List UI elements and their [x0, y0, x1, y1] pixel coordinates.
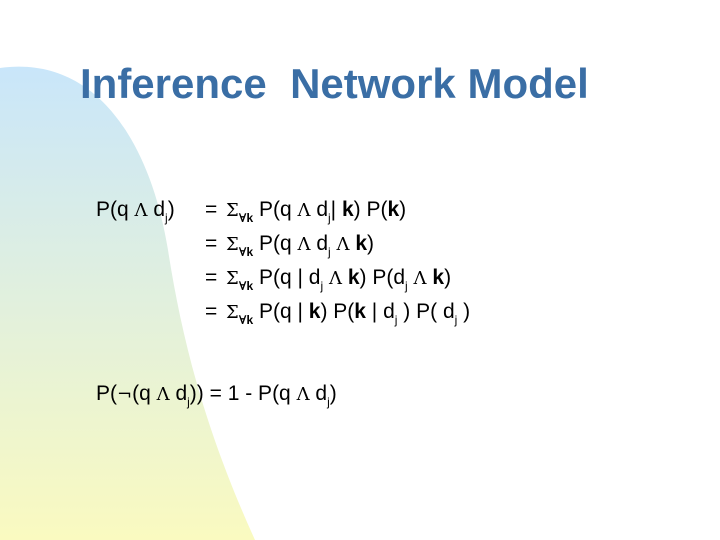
formula-rhs-4: Σ∀k P(q | k) P(k | dj ) P( dj )	[226, 300, 471, 327]
equals-sign: =	[205, 266, 218, 289]
equals-sign: =	[205, 232, 218, 255]
formula-rhs-2: Σ∀k P(q Λ dj Λ k)	[226, 232, 375, 259]
formula-lhs: P(q Λ dj)	[96, 198, 175, 225]
formula-negation: P(¬(q Λ dj)) = 1 - P(q Λ dj)	[96, 382, 337, 409]
equals-sign: =	[205, 198, 218, 221]
formula-rhs-1: Σ∀k P(q Λ dj| k) P(k)	[226, 198, 407, 225]
slide-title: Inference Network Model	[80, 60, 589, 107]
equals-sign: =	[205, 300, 218, 323]
formula-rhs-3: Σ∀k P(q | dj Λ k) P(dj Λ k)	[226, 266, 452, 293]
